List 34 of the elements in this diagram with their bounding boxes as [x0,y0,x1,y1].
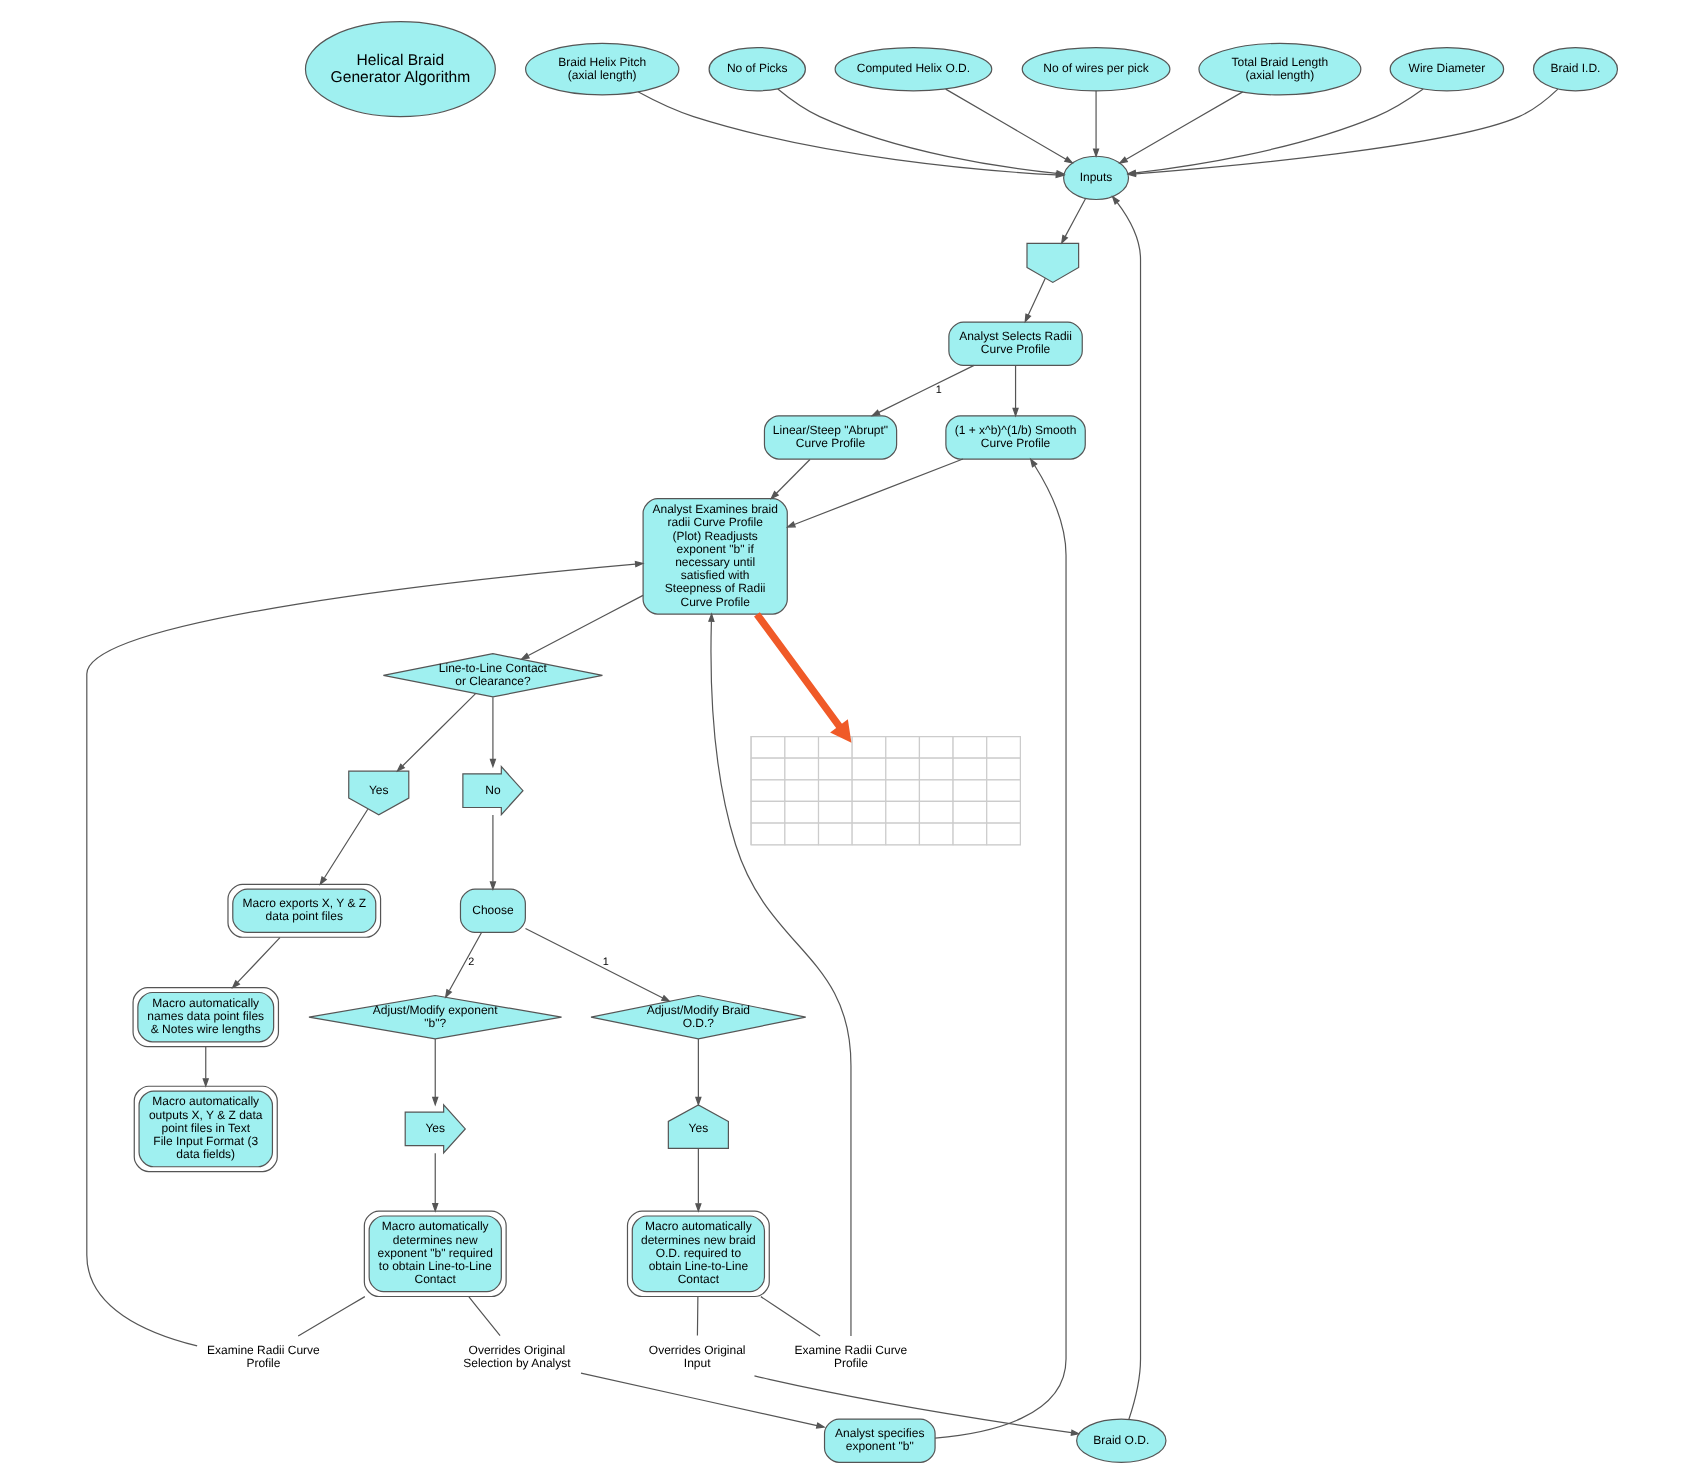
arrow [318,808,368,886]
arrow [1110,195,1141,1420]
arrow [430,1152,438,1213]
arrow [769,458,810,500]
arrow [707,612,851,1337]
arrow [201,1046,209,1088]
arrow [395,693,476,773]
arrow [488,814,496,891]
arrow [694,1038,701,1107]
arrow [230,937,280,989]
arrow [518,594,643,660]
node-arrow [1025,242,1079,284]
arrow [753,612,851,743]
arrow [869,364,974,417]
arrow [944,88,1073,164]
arrow [488,696,496,769]
connector [695,1296,698,1337]
arrow [1023,277,1045,324]
arrow [1059,198,1086,245]
arrow [1011,365,1018,418]
arrow [694,1148,701,1213]
arrow [1117,91,1243,164]
arrow [85,560,644,1347]
connector [296,1296,365,1337]
arrow [430,1038,438,1107]
arrow [523,927,670,1003]
connector [759,1296,820,1337]
arrow [443,931,482,999]
arrow [784,458,963,528]
arrow [933,457,1066,1439]
arrow [579,1372,825,1429]
connector [467,1296,500,1337]
arrow [752,1375,1080,1436]
arrow [1091,90,1099,159]
